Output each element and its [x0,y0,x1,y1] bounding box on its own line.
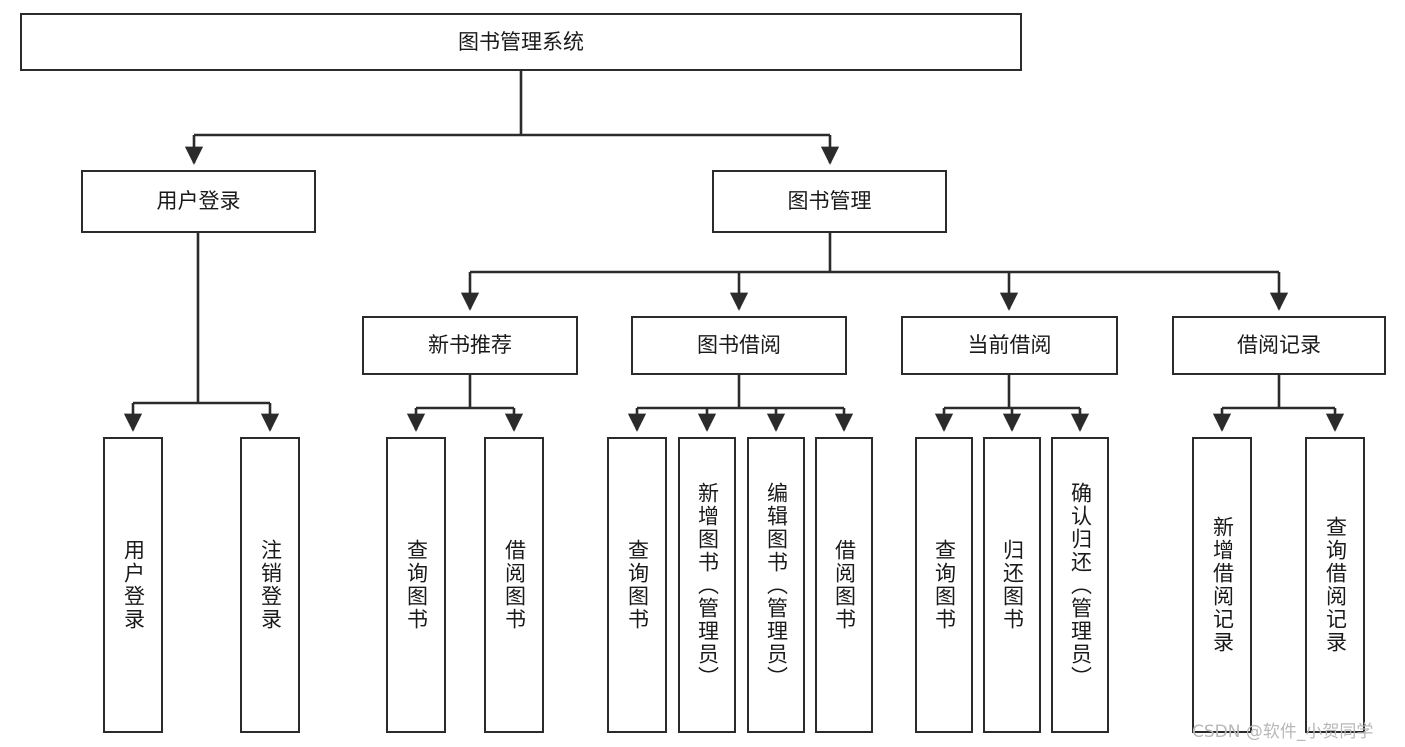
node-leaf-return-book-label: 归还图书 [1000,539,1025,631]
node-book-manage[interactable]: 图书管理 [712,170,947,233]
node-leaf-query-book-3-label: 查询图书 [932,539,957,631]
node-root-label: 图书管理系统 [458,29,584,54]
node-leaf-add-book-admin[interactable]: 新增图书（管理员） [678,437,736,733]
node-leaf-query-book-2-label: 查询图书 [625,539,650,631]
node-leaf-add-borrow-record-label: 新增借阅记录 [1210,516,1235,654]
node-leaf-borrow-book-2-label: 借阅图书 [832,539,857,631]
node-borrow-record-label: 借阅记录 [1237,333,1321,358]
node-leaf-return-book[interactable]: 归还图书 [983,437,1041,733]
node-leaf-query-borrow-record[interactable]: 查询借阅记录 [1305,437,1365,733]
node-user-login[interactable]: 用户登录 [81,170,316,233]
node-user-login-label: 用户登录 [156,189,241,214]
node-leaf-borrow-book-1[interactable]: 借阅图书 [484,437,544,733]
node-root[interactable]: 图书管理系统 [20,13,1022,71]
node-book-manage-label: 图书管理 [787,189,872,214]
node-leaf-query-borrow-record-label: 查询借阅记录 [1323,516,1348,654]
node-new-book-rec-label: 新书推荐 [428,333,512,358]
node-borrow-record[interactable]: 借阅记录 [1172,316,1386,375]
node-leaf-borrow-book-2[interactable]: 借阅图书 [815,437,873,733]
node-leaf-edit-book-admin[interactable]: 编辑图书（管理员） [747,437,805,733]
node-current-borrow[interactable]: 当前借阅 [901,316,1118,375]
node-leaf-confirm-return-admin[interactable]: 确认归还（管理员） [1051,437,1109,733]
node-leaf-query-book-2[interactable]: 查询图书 [607,437,667,733]
node-leaf-query-book-3[interactable]: 查询图书 [915,437,973,733]
node-new-book-rec[interactable]: 新书推荐 [362,316,578,375]
node-book-borrow-label: 图书借阅 [697,333,781,358]
node-leaf-edit-book-admin-label: 编辑图书（管理员） [764,481,789,689]
node-book-borrow[interactable]: 图书借阅 [631,316,847,375]
node-leaf-query-book-1[interactable]: 查询图书 [386,437,446,733]
node-leaf-confirm-return-admin-label: 确认归还（管理员） [1068,481,1093,689]
node-leaf-user-logout[interactable]: 注销登录 [240,437,300,733]
node-leaf-user-login[interactable]: 用户登录 [103,437,163,733]
node-leaf-add-book-admin-label: 新增图书（管理员） [695,481,720,689]
node-leaf-user-logout-label: 注销登录 [258,539,283,631]
node-current-borrow-label: 当前借阅 [967,333,1052,358]
node-leaf-borrow-book-1-label: 借阅图书 [502,539,527,631]
node-leaf-add-borrow-record[interactable]: 新增借阅记录 [1192,437,1252,733]
node-leaf-query-book-1-label: 查询图书 [404,539,429,631]
node-leaf-user-login-label: 用户登录 [121,539,146,631]
csdn-watermark: CSDN @软件_小贺同学 [1192,722,1374,742]
